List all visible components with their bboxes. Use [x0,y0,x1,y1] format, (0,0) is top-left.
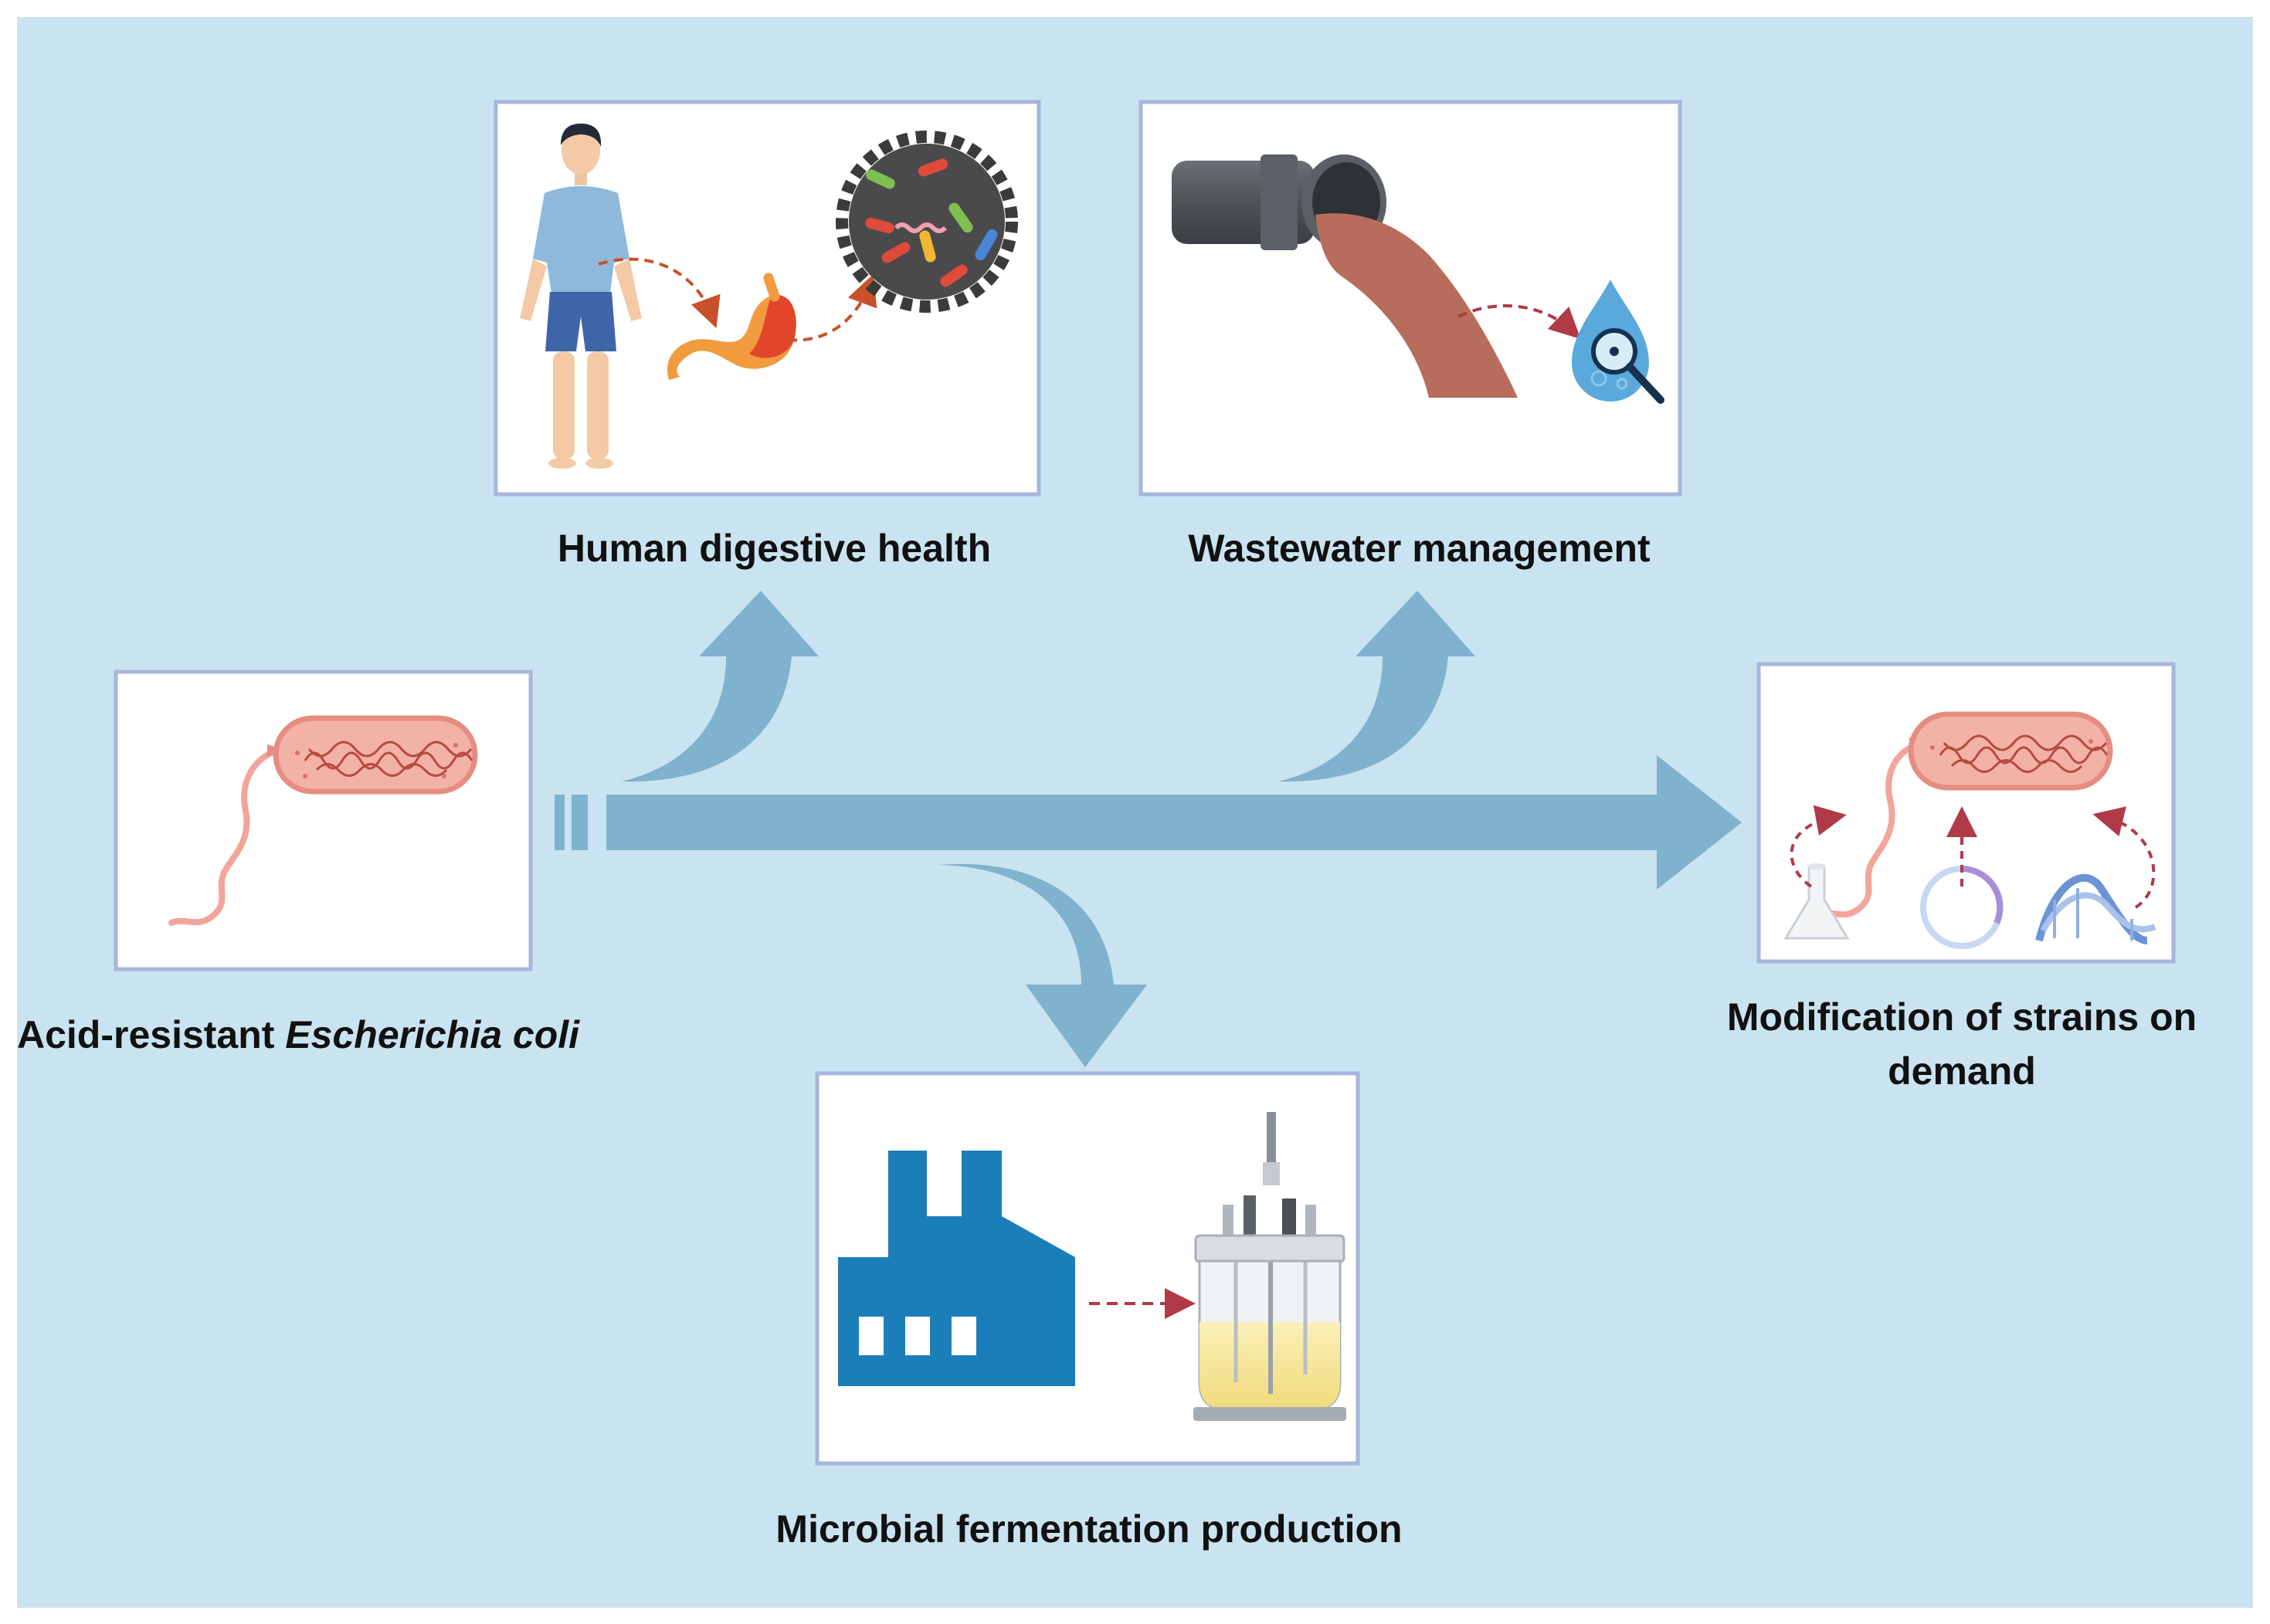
label-modification-of-strains: Modification of strains on demand [1726,995,2197,1093]
label-species-name: Escherichia coli [285,1013,580,1056]
label-acid-resistant-e-coli: Acid-resistant Escherichia coli [17,1008,697,1062]
arrow-body-to-stomach [598,257,721,329]
main-arrow-stub-2 [572,795,588,850]
person-icon [520,124,642,469]
label-human-digestive-health: Human digestive health [557,527,992,570]
main-arrow [555,755,1742,890]
arrow-flask-loop [1790,805,1847,888]
factory-icon [838,1151,1075,1386]
curved-arrow-to-digestive [622,591,819,782]
main-arrow-stub-1 [555,795,565,850]
stomach-icon [667,273,796,380]
main-arrow-shaft [606,795,1664,850]
bacterium-icon [1817,711,2113,918]
panel-fermentation [815,1071,1360,1466]
curved-arrow-to-fermentation [938,863,1147,1067]
panel-source [114,670,533,971]
sewage-stream [1315,213,1518,398]
label-acid-resistant-prefix: Acid-resistant [17,1013,286,1056]
water-drop-magnifier-icon [1572,280,1664,404]
main-arrow-head [1657,755,1742,890]
panel-modification [1756,662,2176,964]
curved-arrow-to-wastewater [1278,591,1475,782]
label-microbial-fermentation-production: Microbial fermentation production [775,1507,1403,1551]
gut-microbiota-icon [836,131,1018,313]
label-wastewater-management: Wastewater management [1188,527,1651,570]
arrow-dna-loop [2092,806,2156,909]
bioreactor-icon [1193,1112,1346,1421]
bacterium-icon [168,715,478,926]
panel-digestive [494,100,1041,497]
flask-icon [1783,863,1850,940]
panel-wastewater [1138,100,1682,497]
arrow-stomach-to-microbiota [787,274,877,342]
arrow-sewage-to-drop [1457,304,1581,339]
dna-icon [2035,873,2156,944]
